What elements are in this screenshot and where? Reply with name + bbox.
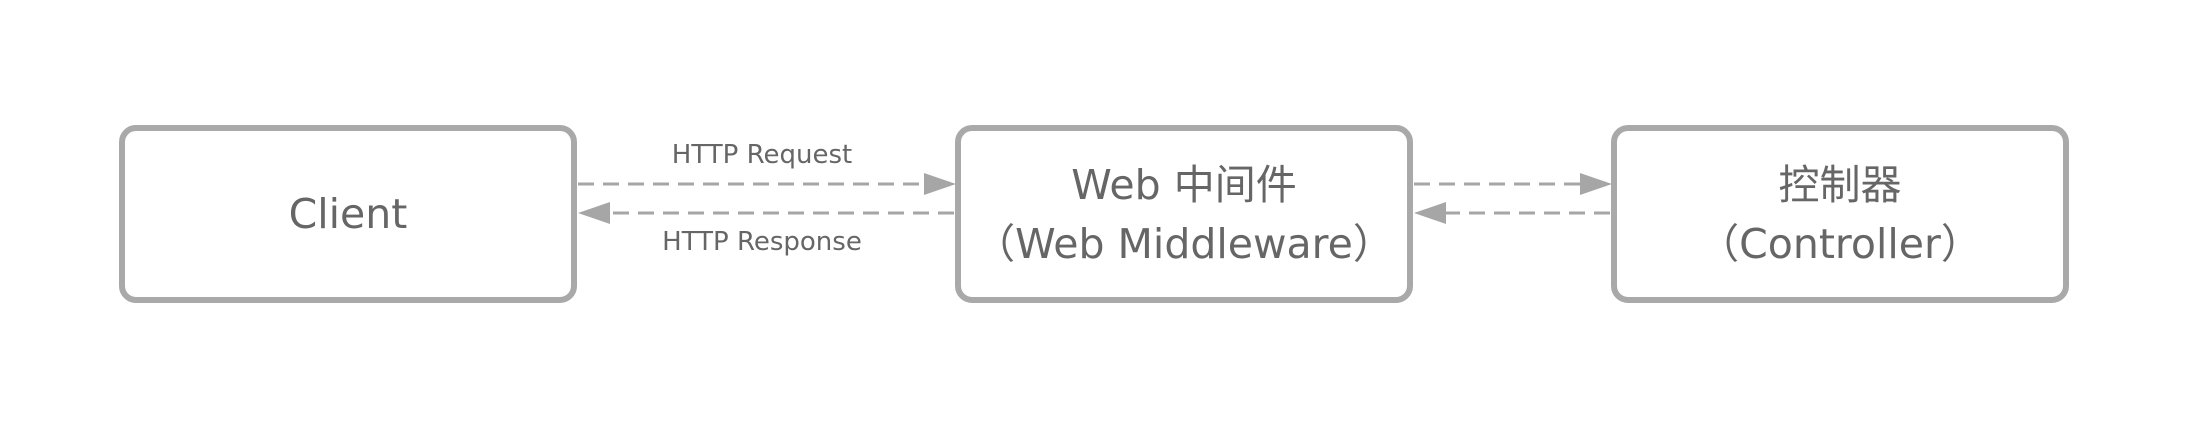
response-edge: HTTP Response (578, 202, 954, 257)
controller-label-en: （Controller） (1698, 220, 1982, 268)
response-label: HTTP Response (662, 227, 862, 257)
request-arrowhead (924, 173, 956, 195)
controller-node: 控制器 （Controller） (1611, 125, 2069, 303)
client-box (119, 125, 577, 303)
middleware-node: Web 中间件 （Web Middleware） (955, 125, 1413, 303)
request-edge: HTTP Request (578, 140, 956, 195)
return-edge (1414, 202, 1610, 224)
controller-label-cn: 控制器 (1779, 161, 1902, 209)
response-arrowhead (578, 202, 610, 224)
controller-box (1611, 125, 2069, 303)
middleware-label-cn: Web 中间件 (1071, 161, 1296, 209)
client-node: Client (119, 125, 577, 303)
middleware-box (955, 125, 1413, 303)
forward-edge (1414, 173, 1612, 195)
forward-arrowhead (1580, 173, 1612, 195)
return-arrowhead (1414, 202, 1446, 224)
request-label: HTTP Request (672, 140, 852, 170)
middleware-label-en: （Web Middleware） (974, 220, 1394, 268)
client-label: Client (289, 190, 408, 238)
